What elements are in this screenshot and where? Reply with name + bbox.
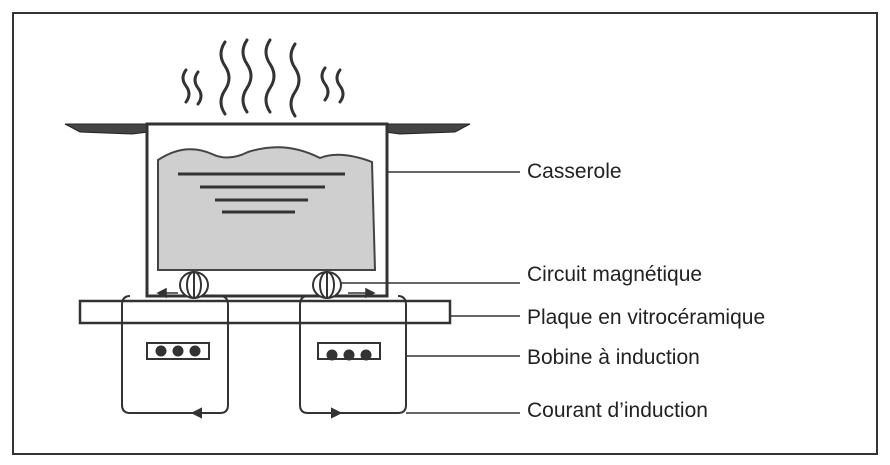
pot-handles xyxy=(64,123,471,135)
leader-lines xyxy=(340,171,520,414)
coil-right xyxy=(299,295,407,419)
label-casserole: Casserole xyxy=(527,160,622,183)
label-circuit-magnetique: Circuit magnétique xyxy=(527,263,703,286)
steam-icon xyxy=(181,38,345,118)
coil-left xyxy=(121,295,229,419)
label-bobine-induction: Bobine à induction xyxy=(527,346,700,369)
label-courant-induction: Courant d’induction xyxy=(527,399,708,422)
liquid xyxy=(157,146,377,271)
flux-arrows xyxy=(156,287,376,299)
glass-plate xyxy=(78,299,452,325)
magnetic-circuit xyxy=(179,271,342,299)
label-plaque-vitroceramique: Plaque en vitrocéramique xyxy=(527,306,766,329)
